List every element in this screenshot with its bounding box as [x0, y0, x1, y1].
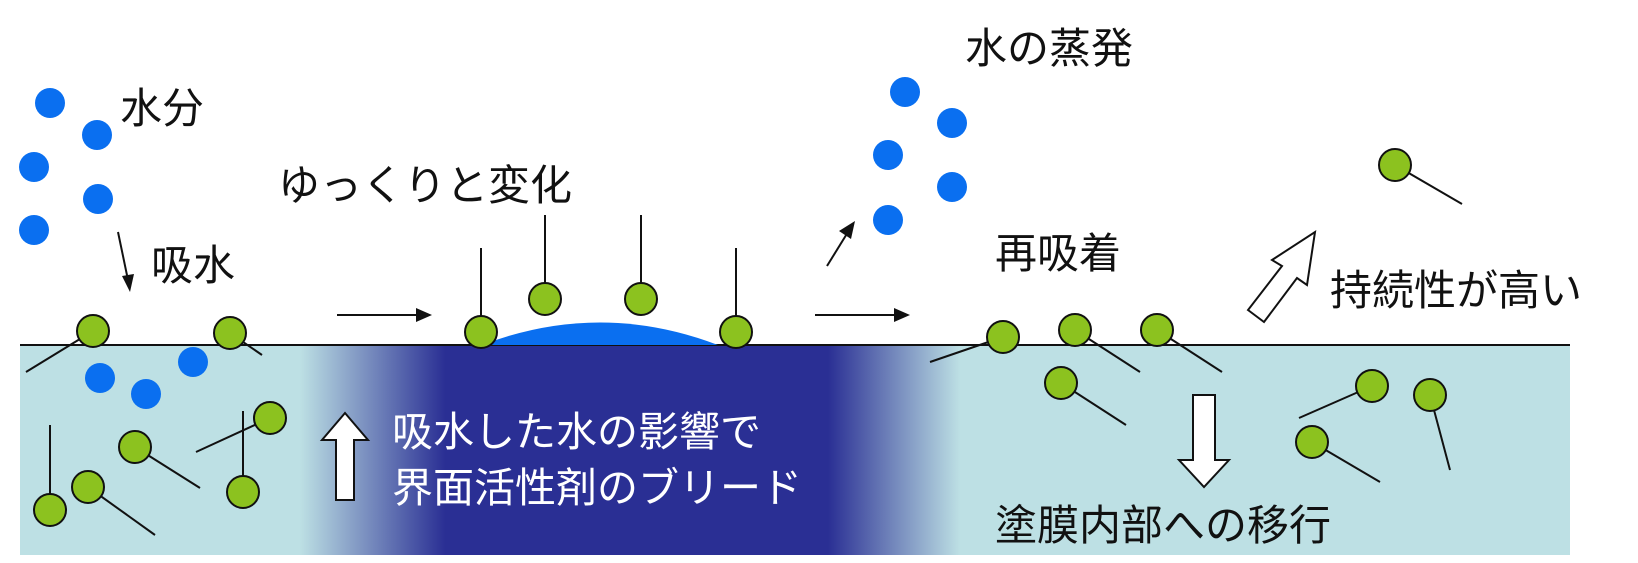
- water-film: [482, 322, 718, 345]
- water-molecule: [937, 172, 967, 202]
- bleed-band: [300, 345, 960, 555]
- surfactant-molecule: [624, 282, 658, 316]
- surfactant-molecule: [1044, 366, 1078, 400]
- label-absorption: 吸水: [151, 241, 236, 290]
- surfactant-molecule: [1413, 378, 1447, 412]
- label-migration: 塗膜内部への移行: [995, 501, 1332, 550]
- absorption-arrow-icon: [117, 231, 134, 292]
- surfactant-molecule: [213, 316, 247, 350]
- surfactant-molecule: [528, 282, 562, 316]
- water-molecule: [85, 363, 115, 393]
- label-bleed-line2: 界面活性剤のブリード: [392, 464, 802, 512]
- evaporation-arrow-icon: [826, 221, 855, 267]
- surfactant-molecule: [71, 470, 105, 504]
- water-molecule: [83, 184, 113, 214]
- surfactant-molecule: [1058, 313, 1092, 347]
- water-molecule: [19, 215, 49, 245]
- surfactant-molecule: [1140, 313, 1174, 347]
- label-evaporation: 水の蒸発: [965, 24, 1134, 73]
- diagonal-arrow-icon: [1246, 229, 1317, 324]
- surfactant-molecule: [1378, 148, 1412, 182]
- water-molecule: [873, 140, 903, 170]
- down-arrow-icon: [1176, 394, 1232, 489]
- surfactant-molecule: [226, 475, 260, 509]
- surfactant-molecule: [118, 430, 152, 464]
- water-molecule: [890, 77, 920, 107]
- right-arrow-icon: [337, 308, 432, 322]
- water-molecules: [19, 77, 967, 409]
- water-molecule: [873, 205, 903, 235]
- surfactant-molecule: [33, 493, 67, 527]
- label-water: 水分: [120, 84, 205, 133]
- label-high-durability: 持続性が高い: [1330, 266, 1583, 315]
- water-molecule: [178, 347, 208, 377]
- surfactant-molecule: [986, 320, 1020, 354]
- label-bleed-line1: 吸水した水の影響で: [392, 408, 761, 456]
- surfactant-molecule: [253, 401, 287, 435]
- surfactant-molecule: [1355, 369, 1389, 403]
- surfactant-heads: [33, 148, 1447, 527]
- water-molecule: [937, 108, 967, 138]
- label-readsorption: 再吸着: [995, 229, 1122, 278]
- right-arrow-icon: [815, 308, 910, 322]
- label-slow-change: ゆっくりと変化: [278, 161, 573, 210]
- surfactant-molecule: [719, 315, 753, 349]
- surfactant-molecule: [1295, 425, 1329, 459]
- surfactant-molecule: [76, 314, 110, 348]
- block-arrows: [319, 229, 1317, 501]
- surfactant-molecule: [464, 315, 498, 349]
- water-molecule: [19, 152, 49, 182]
- water-molecule: [82, 120, 112, 150]
- water-molecule: [35, 88, 65, 118]
- black-arrows: [117, 221, 910, 322]
- up-arrow-icon: [319, 411, 371, 501]
- water-molecule: [131, 379, 161, 409]
